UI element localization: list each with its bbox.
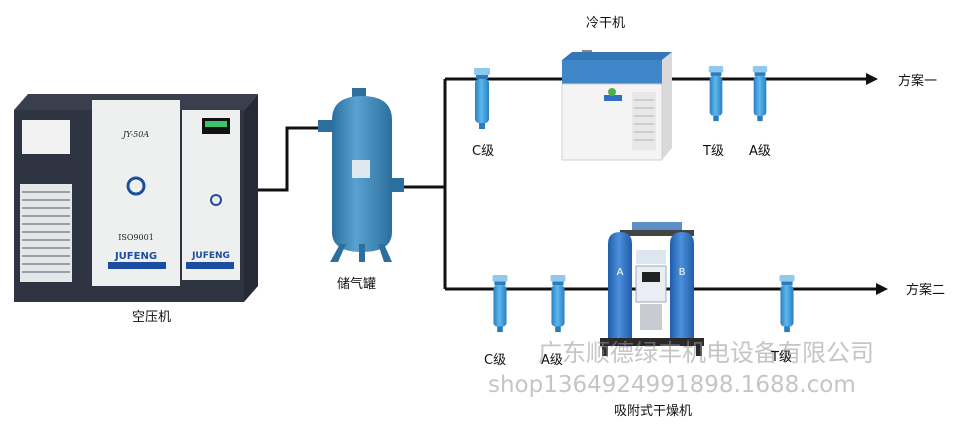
dryer-tower-a-label: A (617, 267, 624, 278)
watermark-shop-url: shop1364924991898.1688.com (488, 372, 856, 398)
compressor-brand-right: JUFENG (191, 251, 230, 261)
label-top-a-filter: A级 (749, 144, 771, 159)
air-compressor (14, 94, 258, 302)
filter-bottom-t (779, 275, 795, 333)
label-plan-one: 方案一 (898, 74, 938, 89)
filter-top-t (708, 66, 724, 122)
watermark-company: 广东顺德绿丰机电设备有限公司 (538, 339, 874, 367)
compressor-iso-text: ISO9001 (118, 233, 154, 242)
filter-top-c (474, 68, 490, 129)
label-bottom-t-filter: T级 (771, 350, 792, 365)
label-compressor: 空压机 (132, 310, 172, 325)
label-adsorption-dryer: 吸附式干燥机 (614, 404, 693, 419)
label-top-t-filter: T级 (703, 144, 724, 159)
air-storage-tank (318, 88, 404, 262)
label-bottom-c-filter: C级 (484, 353, 507, 368)
compressor-brand-left: JUFENG (114, 251, 157, 262)
refrigerated-dryer (561, 50, 672, 161)
label-tank: 储气罐 (337, 277, 377, 292)
dryer-tower-b-label: B (679, 267, 686, 278)
adsorption-dryer (600, 222, 704, 356)
label-top-c-filter: C级 (472, 144, 495, 159)
label-plan-two: 方案二 (906, 283, 946, 298)
label-refrigerated-dryer: 冷干机 (586, 16, 626, 31)
filter-bottom-a (550, 275, 566, 333)
pipe-compressor-to-tank (254, 126, 322, 192)
arrow-plan-two (876, 283, 888, 295)
label-bottom-a-filter: A级 (541, 353, 563, 368)
arrow-plan-one (866, 73, 878, 85)
filter-top-a (752, 66, 768, 122)
filter-bottom-c (492, 275, 508, 333)
compressor-model-text: JY-50A (121, 130, 149, 139)
